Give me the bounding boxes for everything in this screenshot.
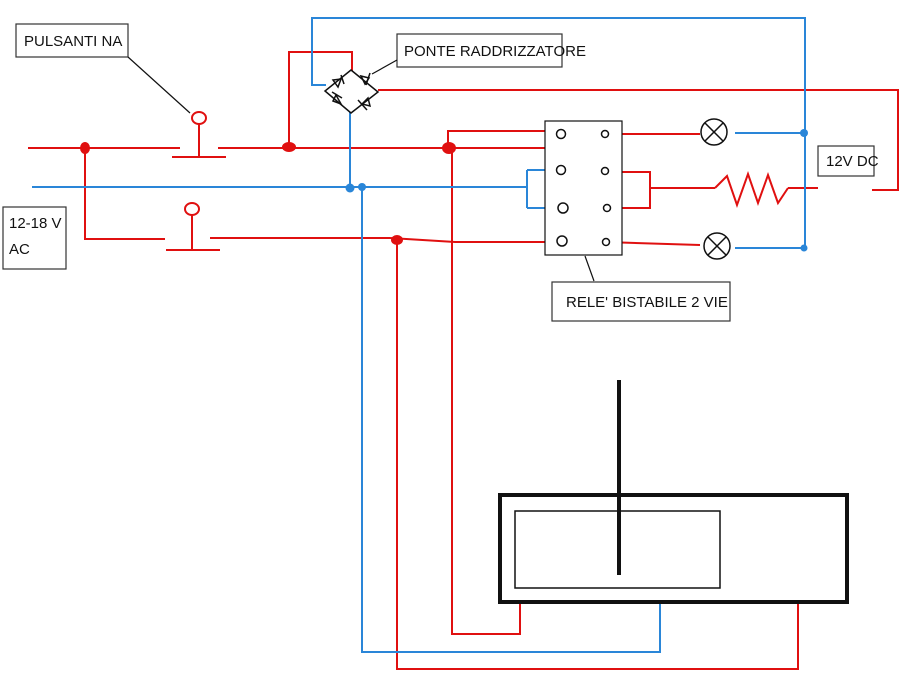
device-enclosure (498, 493, 849, 604)
lamp-bottom-icon (703, 232, 731, 260)
pushbutton-top-icon (172, 111, 226, 158)
resistor-icon (714, 170, 789, 209)
label-ac-line2: AC (9, 241, 30, 258)
label-ac-line1: 12-18 V (9, 215, 62, 232)
rele-leader-line (584, 255, 595, 282)
label-rele: RELE' BISTABILE 2 VIE (551, 281, 731, 322)
label-rele-text: RELE' BISTABILE 2 VIE (566, 294, 728, 311)
pushbutton-bottom-icon (166, 202, 220, 251)
blue-wires (32, 17, 806, 653)
ponte-leader-line (371, 59, 398, 75)
label-ponte-text: PONTE RADDRIZZATORE (404, 43, 586, 60)
label-12v-dc-text: 12V DC (826, 153, 879, 170)
diode-bridge-icon (323, 69, 380, 114)
label-pulsanti-text: PULSANTI NA (24, 33, 122, 50)
label-ponte: PONTE RADDRIZZATORE (396, 33, 586, 68)
lamp-top-icon (700, 118, 728, 146)
pulsanti-leader-line (127, 56, 191, 114)
label-ac: 12-18 V AC (2, 206, 67, 270)
label-pulsanti: PULSANTI NA (15, 23, 129, 58)
junction-dots (80, 129, 808, 252)
relay-body (544, 120, 623, 256)
label-12v-dc: 12V DC (817, 145, 879, 177)
